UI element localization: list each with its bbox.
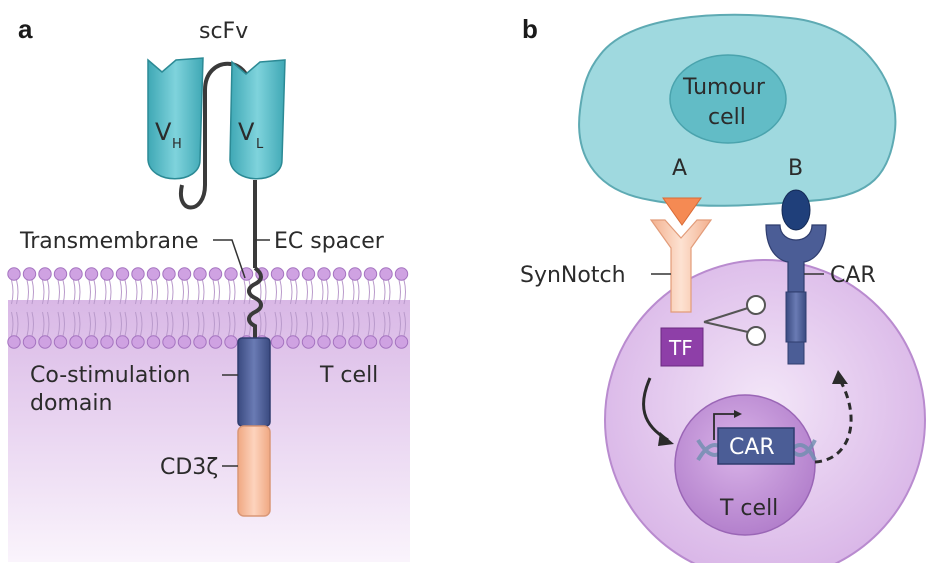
t-cell-label-b: T cell: [719, 496, 778, 521]
cd3z-label: CD3ζ: [160, 455, 218, 480]
vh-domain: V H: [147, 57, 204, 180]
antigen-b-label: B: [788, 156, 803, 181]
car-gene-label: CAR: [729, 435, 775, 460]
panel-a-letter: a: [18, 14, 33, 44]
antigen-a: [662, 197, 702, 226]
car-receptor-b: [765, 224, 827, 365]
transmembrane-label: Transmembrane: [19, 229, 199, 254]
costimulation-label-line2: domain: [30, 391, 112, 416]
antigen-b: [781, 189, 811, 231]
vl-label: V: [238, 118, 255, 146]
membrane-lipid-heads: [7, 267, 409, 349]
panel-a: a V H V L: [7, 14, 410, 562]
vl-subscript: L: [256, 137, 264, 152]
car-gene-box: [717, 427, 795, 465]
panel-b: b Tumour cell T cell CAR TF: [520, 13, 926, 563]
synnotch-receptor: [649, 219, 713, 313]
transmembrane-helix: [247, 266, 263, 338]
transcription-factor: [660, 327, 704, 367]
t-cell-label-a: T cell: [319, 363, 378, 388]
synnotch-label: SynNotch: [520, 263, 626, 288]
vh-subscript: H: [172, 137, 182, 152]
costimulation-domain: [237, 337, 271, 427]
car-label: CAR: [830, 263, 876, 288]
costimulation-label: Co-stimulation: [30, 363, 190, 388]
car-expression-arrow: [814, 379, 853, 464]
panel-b-letter: b: [522, 14, 538, 44]
scfv-label: scFv: [199, 19, 248, 44]
tumour-nucleus: [669, 54, 787, 144]
antigen-a-label: A: [672, 156, 687, 181]
tumour-label-line2: cell: [708, 105, 746, 130]
scissors-icon: [703, 295, 766, 346]
vl-domain: V L: [229, 59, 286, 180]
cd3z-domain: [237, 425, 271, 517]
ec-spacer-label: EC spacer: [274, 229, 385, 254]
transcription-start-arrow: [713, 413, 736, 440]
tf-label: TF: [668, 336, 693, 360]
vh-label: V: [155, 118, 172, 146]
tumour-label: Tumour: [682, 75, 766, 100]
membrane-lipid-tails: [11, 279, 406, 337]
transmembrane-leader: [213, 239, 246, 279]
